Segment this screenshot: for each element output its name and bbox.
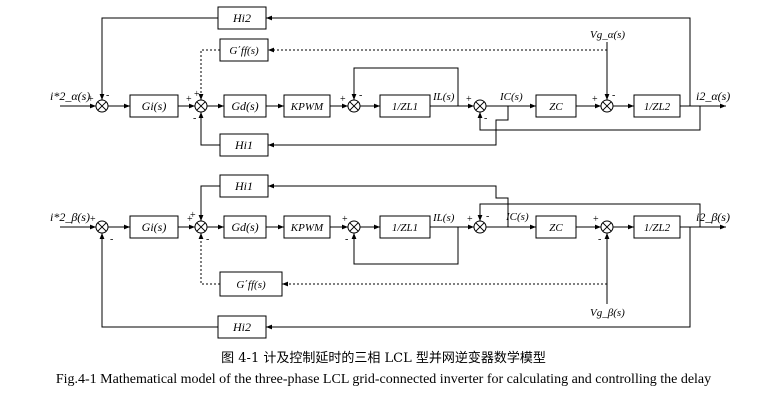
beta-hi2-in bbox=[266, 227, 691, 330]
beta-hi2-out bbox=[99, 233, 218, 328]
beta-sign: - bbox=[110, 234, 113, 245]
beta-ic-label: IC(s) bbox=[505, 211, 529, 223]
beta-hi1-block: Hi1 bbox=[219, 174, 269, 198]
beta-summing-junction-5 bbox=[600, 220, 614, 234]
beta-sign: - bbox=[345, 234, 348, 245]
alpha-delay-block: Gd(s) bbox=[223, 94, 267, 118]
beta-ff-out bbox=[198, 233, 220, 285]
alpha-pwm-block: KPWM bbox=[283, 94, 331, 118]
svg-text:1/ZL2: 1/ZL2 bbox=[644, 101, 671, 113]
beta-delay-block: Gd(s) bbox=[223, 215, 267, 239]
alpha-vg-label: Vg_α(s) bbox=[590, 29, 625, 41]
beta-sign: - bbox=[206, 234, 209, 245]
beta-feedforward-block: G΄ff(s) bbox=[219, 271, 283, 297]
svg-text:Gd(s): Gd(s) bbox=[231, 220, 258, 234]
svg-text:KPWM: KPWM bbox=[290, 101, 324, 113]
alpha-input-label: i*2_α(s) bbox=[50, 89, 90, 103]
alpha-summing-junction-3 bbox=[347, 99, 361, 113]
svg-text:Gi(s): Gi(s) bbox=[142, 220, 167, 234]
alpha-sign: - bbox=[484, 113, 487, 124]
beta-sign: + bbox=[467, 214, 473, 225]
svg-text:Gi(s): Gi(s) bbox=[142, 99, 167, 113]
svg-text:Hi2: Hi2 bbox=[232, 320, 251, 334]
beta-summing-junction-1 bbox=[95, 220, 109, 234]
beta-sign: - bbox=[486, 211, 489, 222]
beta-hi1-out bbox=[198, 185, 220, 221]
caption-english: Fig.4-1 Mathematical model of the three-… bbox=[55, 372, 712, 387]
svg-text:ZC: ZC bbox=[549, 222, 563, 234]
alpha-sign: + bbox=[186, 94, 192, 105]
alpha-feedforward-block: G΄ff(s) bbox=[219, 38, 269, 62]
svg-text:Hi2: Hi2 bbox=[232, 11, 251, 25]
alpha-inductor1-block: 1/ZL1 bbox=[379, 94, 431, 118]
beta-sign: + bbox=[190, 210, 196, 221]
beta-capacitor-block: ZC bbox=[535, 215, 577, 239]
beta-i2-to-sj4 bbox=[477, 203, 701, 227]
alpha-ff-out bbox=[198, 49, 220, 100]
svg-text:G΄ff(s): G΄ff(s) bbox=[229, 45, 259, 57]
beta-input-label: i*2_β(s) bbox=[50, 210, 90, 224]
alpha-hi1-out bbox=[198, 112, 220, 146]
alpha-controller-block: Gi(s) bbox=[129, 94, 179, 118]
svg-text:Hi1: Hi1 bbox=[234, 138, 253, 152]
svg-text:1/ZL1: 1/ZL1 bbox=[392, 101, 418, 113]
alpha-hi2-block: Hi2 bbox=[217, 6, 267, 30]
svg-text:1/ZL2: 1/ZL2 bbox=[644, 222, 671, 234]
alpha-capacitor-block: ZC bbox=[535, 94, 577, 118]
block-diagram: Hi2 G΄ff(s) Gi(s) Gd(s) KPWM 1/ZL1 ZC 1/… bbox=[50, 6, 730, 339]
alpha-sign: + bbox=[194, 89, 200, 100]
alpha-sign: - bbox=[359, 90, 362, 101]
caption-chinese: 图 4-1 计及控制延时的三相 LCL 型并网逆变器数学模型 bbox=[221, 351, 546, 366]
beta-inductor2-block: 1/ZL2 bbox=[633, 215, 681, 239]
alpha-sign: + bbox=[466, 94, 472, 105]
beta-il-feedback bbox=[351, 227, 459, 265]
alpha-summing-junction-5 bbox=[600, 99, 614, 113]
beta-sign: + bbox=[342, 214, 348, 225]
beta-summing-junction-4 bbox=[473, 220, 487, 234]
beta-summing-junction-2 bbox=[194, 220, 208, 234]
alpha-sign: + bbox=[592, 94, 598, 105]
svg-text:1/ZL1: 1/ZL1 bbox=[392, 222, 418, 234]
beta-sign: + bbox=[593, 214, 599, 225]
alpha-hi2-out bbox=[99, 17, 218, 100]
beta-sign: + bbox=[90, 214, 96, 225]
beta-summing-junction-3 bbox=[347, 220, 361, 234]
alpha-hi1-in bbox=[268, 106, 509, 148]
svg-text:Gd(s): Gd(s) bbox=[231, 99, 258, 113]
alpha-hi2-in bbox=[266, 15, 691, 106]
alpha-loop: Hi2 G΄ff(s) Gi(s) Gd(s) KPWM 1/ZL1 ZC 1/… bbox=[50, 6, 730, 157]
alpha-output-label: i2_α(s) bbox=[696, 89, 730, 103]
svg-text:Hi1: Hi1 bbox=[234, 179, 253, 193]
alpha-il-label: IL(s) bbox=[432, 91, 455, 103]
alpha-sign: - bbox=[612, 90, 615, 101]
alpha-summing-junction-4 bbox=[473, 99, 487, 113]
alpha-ic-label: IC(s) bbox=[499, 91, 523, 103]
beta-pwm-block: KPWM bbox=[283, 215, 331, 239]
svg-text:KPWM: KPWM bbox=[290, 222, 324, 234]
beta-sign: - bbox=[598, 234, 601, 245]
alpha-sign: - bbox=[193, 113, 196, 124]
svg-text:ZC: ZC bbox=[549, 101, 563, 113]
svg-text:G΄ff(s): G΄ff(s) bbox=[236, 279, 266, 291]
alpha-i2-to-sj4 bbox=[477, 106, 701, 131]
beta-loop: Hi1 Gi(s) Gd(s) KPWM 1/ZL1 ZC 1/ZL2 G΄ff… bbox=[50, 174, 730, 339]
alpha-summing-junction-2 bbox=[194, 99, 208, 113]
alpha-sign: + bbox=[88, 94, 94, 105]
alpha-summing-junction-1 bbox=[95, 99, 109, 113]
alpha-sign: + bbox=[340, 94, 346, 105]
beta-il-label: IL(s) bbox=[432, 212, 455, 224]
beta-controller-block: Gi(s) bbox=[129, 215, 179, 239]
alpha-hi1-block: Hi1 bbox=[219, 133, 269, 157]
alpha-sign: - bbox=[106, 90, 109, 101]
beta-output-label: i2_β(s) bbox=[696, 210, 730, 224]
alpha-inductor2-block: 1/ZL2 bbox=[633, 94, 681, 118]
beta-vg-label: Vg_β(s) bbox=[590, 307, 625, 319]
beta-inductor1-block: 1/ZL1 bbox=[379, 215, 431, 239]
beta-hi1-in bbox=[268, 183, 509, 227]
beta-hi2-block: Hi2 bbox=[217, 315, 267, 339]
alpha-il-feedback bbox=[351, 67, 459, 106]
beta-sign: + bbox=[187, 214, 193, 225]
